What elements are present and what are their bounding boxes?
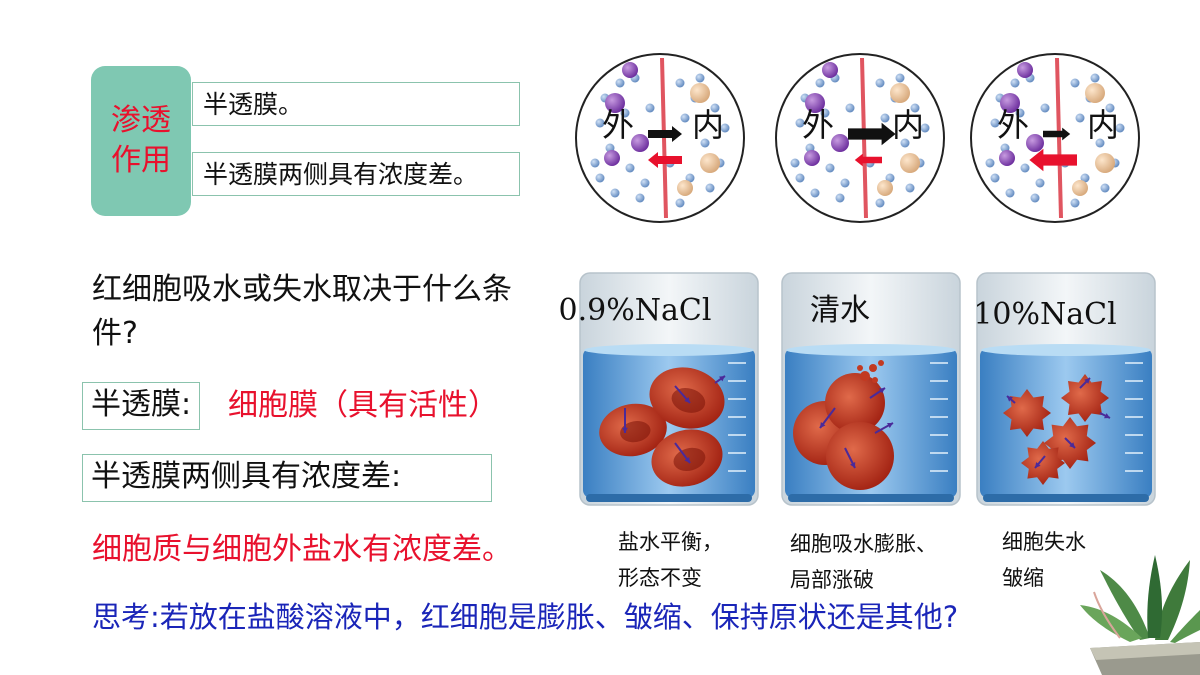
crenated-cell <box>1061 374 1109 422</box>
caption-beaker-1: 盐水平衡， 形态不变 <box>618 530 723 590</box>
inside-label: 内 <box>1087 106 1119 144</box>
conclusion-text: 细胞质与细胞外盐水有浓度差。 <box>92 532 512 567</box>
water-flow-arrow <box>1104 413 1110 419</box>
water-flow-arrow <box>1084 378 1090 384</box>
outside-label: 外 <box>802 106 834 144</box>
osmosis-circle-1: 外内 <box>575 53 745 223</box>
outside-label: 外 <box>602 106 634 144</box>
swollen-cell <box>826 422 894 490</box>
membrane-label: 半透膜: <box>82 382 201 430</box>
osmosis-circle-diagrams: 外内外内外内 <box>575 53 1140 223</box>
caption-beaker-2: 细胞吸水膨胀、 局部涨破 <box>790 532 937 592</box>
osmosis-circle-2: 外内 <box>775 53 945 223</box>
beaker-label-2: 清水 <box>810 293 870 328</box>
outside-label: 外 <box>997 106 1029 144</box>
inside-label: 内 <box>892 106 924 144</box>
think-question: 思考:若放在盐酸溶液中，红细胞是膨胀、皱缩、保持原状还是其他? <box>92 600 959 634</box>
water-outflow-arrow <box>854 153 882 167</box>
swollen-cell <box>825 373 885 433</box>
red-blood-cell <box>599 403 667 457</box>
condition-concentration: 半透膜两侧具有浓度差。 <box>192 152 520 196</box>
osmosis-label: 渗透作用 <box>111 103 171 178</box>
osmosis-badge: 渗透作用 <box>91 66 191 216</box>
water-outflow-arrow <box>648 152 682 168</box>
gradient-label: 半透膜两侧具有浓度差: <box>82 454 492 502</box>
crenated-cell <box>1003 389 1051 437</box>
beaker-illustrations: 0.9%NaCl 清水 10%NaCl <box>559 272 1156 506</box>
water-flow-arrow <box>1007 396 1013 402</box>
water-flow-arrow <box>684 397 690 403</box>
question-text: 红细胞吸水或失水取决于什么条件? <box>92 272 512 351</box>
membrane-value: 细胞膜（具有活性） <box>228 388 498 423</box>
water-flow-arrow <box>820 422 826 428</box>
water-flow-arrow <box>879 388 885 394</box>
water-flow-arrow <box>719 376 725 382</box>
inside-label: 内 <box>692 106 724 144</box>
caption-beaker-3: 细胞失水 皱缩 <box>1002 530 1086 590</box>
condition-semipermeable: 半透膜。 <box>192 82 520 126</box>
water-flow-arrow <box>887 423 893 429</box>
water-inflow-arrow <box>1043 127 1071 141</box>
water-flow-arrow <box>622 427 628 433</box>
crenated-cell <box>1021 441 1065 485</box>
water-inflow-arrow <box>648 126 682 142</box>
osmosis-circle-3: 外内 <box>970 53 1140 223</box>
beaker-label-1: 0.9%NaCl <box>559 293 712 328</box>
water-flow-arrow <box>1069 442 1075 448</box>
water-flow-arrow <box>1035 462 1041 468</box>
beaker-label-3: 10%NaCl <box>973 297 1116 332</box>
succulent-plant-decoration <box>1080 555 1200 675</box>
water-flow-arrow <box>850 462 856 468</box>
water-flow-arrow <box>684 457 690 463</box>
